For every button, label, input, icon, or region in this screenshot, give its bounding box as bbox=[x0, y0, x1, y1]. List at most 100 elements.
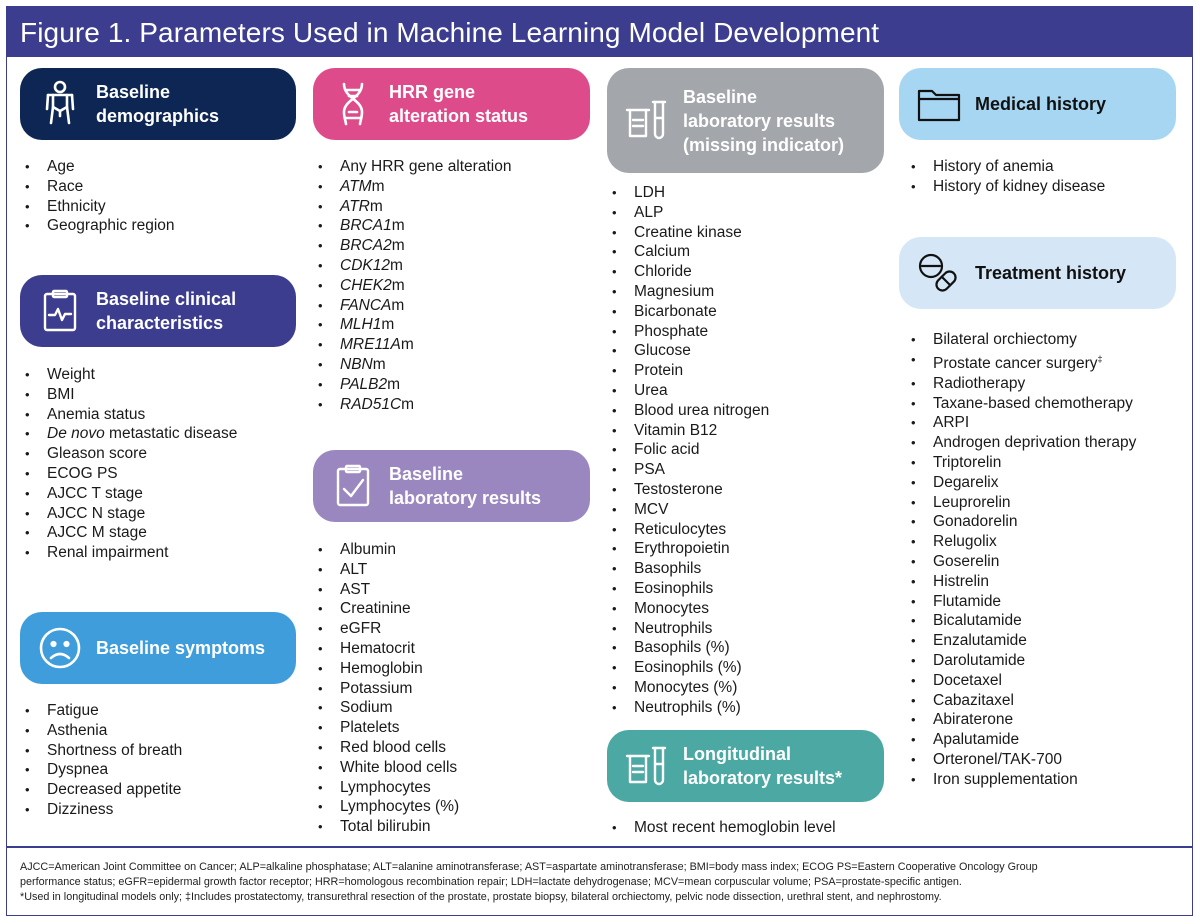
list-item: Eosinophils bbox=[607, 579, 769, 599]
list-item: Dizziness bbox=[20, 800, 182, 820]
list-item: Eosinophils (%) bbox=[607, 658, 769, 678]
list-item: LDH bbox=[607, 183, 769, 203]
gene-suffix: m bbox=[391, 237, 405, 255]
list-item: Lymphocytes (%) bbox=[313, 797, 459, 817]
list-item: Glucose bbox=[607, 341, 769, 361]
test-tubes-icon bbox=[621, 740, 673, 792]
list-item: Asthenia bbox=[20, 721, 182, 741]
gene-name: ATR bbox=[340, 197, 370, 215]
list-item: CHEK2m bbox=[313, 276, 511, 296]
list-item: Weight bbox=[20, 365, 237, 385]
symptoms-header: Baseline symptoms bbox=[20, 612, 296, 684]
list-item: Hemoglobin bbox=[313, 659, 459, 679]
list-item: Race bbox=[20, 177, 175, 197]
list-item: Degarelix bbox=[906, 473, 1136, 493]
clipboard-check-icon bbox=[327, 460, 379, 512]
list-item: Reticulocytes bbox=[607, 520, 769, 540]
list-item: CDK12m bbox=[313, 256, 511, 276]
figure-frame bbox=[6, 6, 1193, 916]
list-item: Creatinine bbox=[313, 599, 459, 619]
list-item: MCV bbox=[607, 500, 769, 520]
list-item: Neutrophils bbox=[607, 619, 769, 639]
italic-term: De novo bbox=[47, 425, 105, 443]
treatment-history-heading: Treatment history bbox=[975, 263, 1127, 283]
lab-results-list: Albumin ALT AST Creatinine eGFR Hematocr… bbox=[313, 540, 459, 837]
list-item: Triptorelin bbox=[906, 453, 1136, 473]
list-item: White blood cells bbox=[313, 758, 459, 778]
list-item: Ethnicity bbox=[20, 197, 175, 217]
lab-results-header: Baseline laboratory results bbox=[313, 450, 590, 522]
list-item: Enzalutamide bbox=[906, 631, 1136, 651]
list-item: Any HRR gene alteration bbox=[313, 157, 511, 177]
gene-suffix: m bbox=[371, 177, 385, 195]
list-item: ATMm bbox=[313, 177, 511, 197]
heading-line: Longitudinal bbox=[683, 744, 791, 764]
list-item: Relugolix bbox=[906, 532, 1136, 552]
list-item: AJCC T stage bbox=[20, 484, 237, 504]
hrr-header: HRR gene alteration status bbox=[313, 68, 590, 140]
clinical-header: Baseline clinical characteristics bbox=[20, 275, 296, 347]
clipboard-pulse-icon bbox=[34, 285, 86, 337]
gene-name: PALB2 bbox=[340, 375, 388, 393]
gene-suffix: m bbox=[387, 375, 401, 393]
list-item: ALT bbox=[313, 560, 459, 580]
gene-name: CHEK2 bbox=[340, 276, 392, 294]
gene-suffix: m bbox=[369, 197, 383, 215]
list-item: BMI bbox=[20, 385, 237, 405]
heading-line: Baseline bbox=[683, 86, 758, 107]
medical-history-list: History of anemia History of kidney dise… bbox=[906, 157, 1105, 197]
list-item: MRE11Am bbox=[313, 335, 511, 355]
title-bar: Figure 1. Parameters Used in Machine Lea… bbox=[7, 7, 1192, 57]
list-item: AST bbox=[313, 580, 459, 600]
gene-name: NBN bbox=[340, 355, 373, 373]
figure-title: Figure 1. Parameters Used in Machine Lea… bbox=[20, 17, 880, 48]
list-item: Testosterone bbox=[607, 480, 769, 500]
list-item: Docetaxel bbox=[906, 671, 1136, 691]
list-item: Cabazitaxel bbox=[906, 691, 1136, 711]
longitudinal-header: Longitudinal laboratory results* bbox=[607, 730, 884, 802]
gene-suffix: m bbox=[391, 276, 405, 294]
list-item: Leuprorelin bbox=[906, 493, 1136, 513]
treatment-history-list: Bilateral orchiectomy Prostate cancer su… bbox=[906, 330, 1136, 789]
list-item: Platelets bbox=[313, 718, 459, 738]
list-item: PSA bbox=[607, 460, 769, 480]
lab-missing-list: LDH ALP Creatine kinase Calcium Chloride… bbox=[607, 183, 769, 718]
list-item: Blood urea nitrogen bbox=[607, 401, 769, 421]
list-item: Protein bbox=[607, 361, 769, 381]
dna-icon bbox=[327, 78, 379, 130]
list-item: Most recent hemoglobin level bbox=[607, 818, 836, 838]
list-item: Renal impairment bbox=[20, 543, 237, 563]
list-item: Iron supplementation bbox=[906, 770, 1136, 790]
footnote-divider bbox=[7, 846, 1192, 848]
list-item: Decreased appetite bbox=[20, 780, 182, 800]
list-item: Dyspnea bbox=[20, 760, 182, 780]
list-item: eGFR bbox=[313, 619, 459, 639]
list-item: History of kidney disease bbox=[906, 177, 1105, 197]
list-item: Shortness of breath bbox=[20, 741, 182, 761]
list-item: Anemia status bbox=[20, 405, 237, 425]
clinical-heading: Baseline clinical characteristics bbox=[96, 287, 286, 335]
list-item: Basophils (%) bbox=[607, 638, 769, 658]
list-item: AJCC N stage bbox=[20, 504, 237, 524]
longitudinal-heading: Longitudinal laboratory results* bbox=[683, 742, 874, 790]
gene-name: CDK12 bbox=[340, 256, 390, 274]
list-item: Radiotherapy bbox=[906, 374, 1136, 394]
folder-icon bbox=[913, 78, 965, 130]
list-item: Monocytes (%) bbox=[607, 678, 769, 698]
list-item: NBNm bbox=[313, 355, 511, 375]
gene-name: RAD51C bbox=[340, 395, 402, 413]
lab-results-heading: Baseline laboratory results bbox=[389, 462, 580, 510]
heading-line: laboratory results bbox=[683, 110, 836, 131]
list-item: Urea bbox=[607, 381, 769, 401]
list-item: Lymphocytes bbox=[313, 778, 459, 798]
medical-history-header: Medical history bbox=[899, 68, 1176, 140]
longitudinal-list: Most recent hemoglobin level bbox=[607, 818, 836, 838]
list-item: Total bilirubin bbox=[313, 817, 459, 837]
list-item: De novo metastatic disease bbox=[20, 424, 237, 444]
gene-name: MRE11A bbox=[340, 336, 401, 354]
item-text: Prostate cancer surgery bbox=[933, 354, 1098, 372]
person-icon bbox=[34, 78, 86, 130]
footnote-line: performance status; eGFR=epidermal growt… bbox=[20, 876, 962, 888]
list-item: Basophils bbox=[607, 559, 769, 579]
gene-suffix: m bbox=[389, 256, 403, 274]
